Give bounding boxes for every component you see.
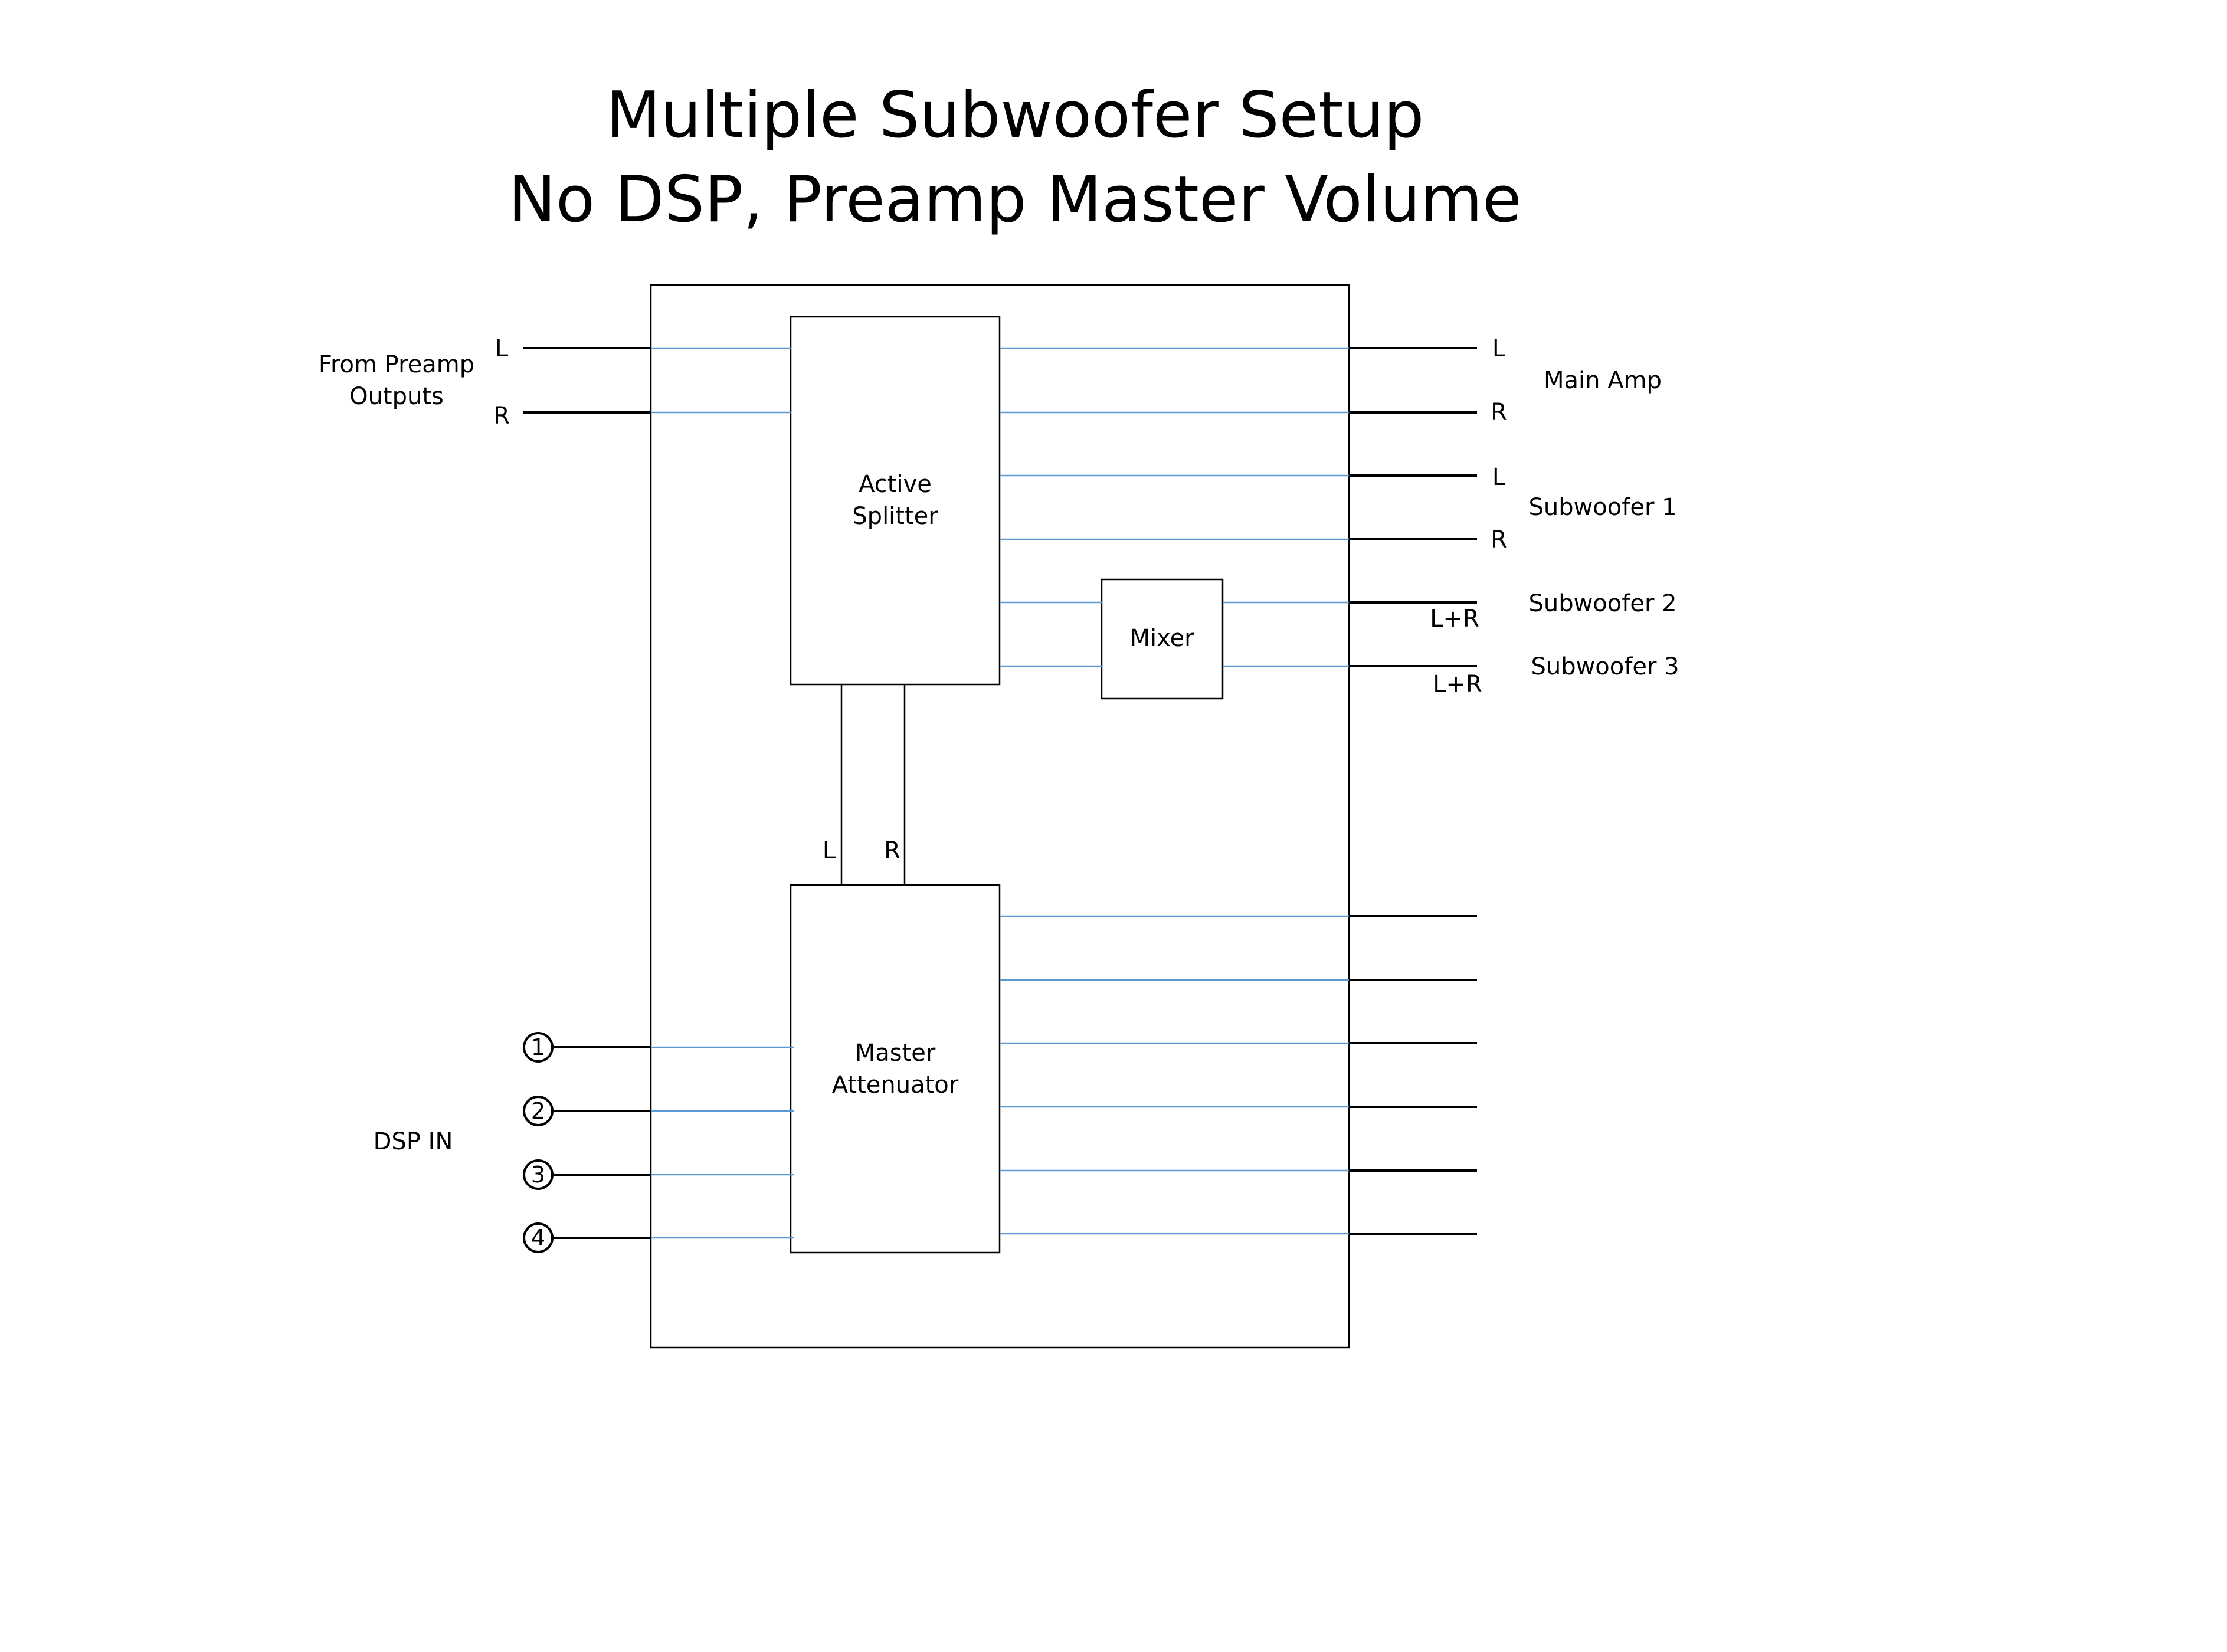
dsp-pin-4-number: 4 [531, 1225, 545, 1251]
sub3-label: Subwoofer 3 [1531, 653, 1679, 680]
dsp-input-4: 4 [523, 1222, 794, 1253]
main-left-label: L [1492, 335, 1506, 362]
dsp-input-2: 2 [523, 1096, 794, 1126]
dsp-pin-1-circle [523, 1032, 554, 1063]
dsp-in-label: DSP IN [374, 1128, 453, 1155]
active-splitter-label-line2: Splitter [852, 503, 938, 530]
main-right-label: R [1491, 399, 1507, 426]
sub1-label: Subwoofer 1 [1528, 494, 1676, 521]
diagram-title-line1: Multiple Subwoofer Setup [606, 78, 1424, 152]
attenuator-output-wires [1000, 915, 1477, 1235]
preamp-right-label: R [493, 402, 510, 430]
sub3-channel-label: L+R [1433, 671, 1482, 698]
link-label-right: R [884, 837, 900, 864]
sub1-left-label: L [1492, 464, 1506, 491]
dsp-pin-3-circle [523, 1159, 554, 1190]
diagram-title-line2: No DSP, Preamp Master Volume [508, 163, 1522, 237]
dsp-pin-4-circle [523, 1222, 554, 1253]
master-attenuator-label-line1: Master [855, 1040, 936, 1067]
master-attenuator-label-line2: Attenuator [832, 1071, 959, 1099]
main-amp-label: Main Amp [1544, 367, 1662, 394]
dsp-input-3: 3 [523, 1159, 794, 1190]
active-splitter-block [790, 316, 1001, 686]
dsp-pin-1-number: 1 [531, 1034, 545, 1060]
dsp-pin-2-number: 2 [531, 1098, 545, 1124]
sub2-label: Subwoofer 2 [1528, 590, 1676, 617]
mixer-block [1101, 578, 1224, 700]
sub2-channel-label: L+R [1430, 605, 1479, 632]
dsp-input-1: 1 [523, 1032, 794, 1063]
master-attenuator-block [790, 884, 1001, 1254]
mixer-label: Mixer [1129, 625, 1194, 652]
preamp-left-label: L [495, 335, 509, 362]
from-preamp-label-line2: Outputs [349, 383, 444, 410]
sub1-right-label: R [1491, 526, 1507, 553]
dsp-pin-3-number: 3 [531, 1162, 545, 1188]
link-label-left: L [823, 837, 836, 864]
active-splitter-label-line1: Active [859, 471, 932, 498]
enclosure-box [650, 284, 1350, 1349]
dsp-pin-2-circle [523, 1096, 554, 1126]
from-preamp-label-line1: From Preamp [319, 351, 474, 378]
